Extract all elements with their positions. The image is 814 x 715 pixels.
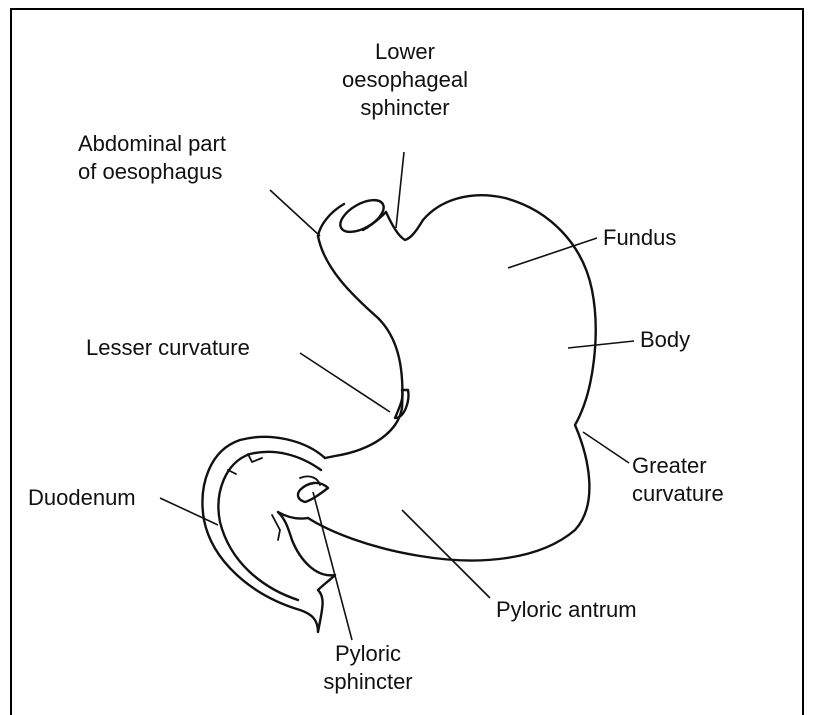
label-line: oesophageal <box>335 66 475 94</box>
label-line: of oesophagus <box>78 158 226 186</box>
stomach-outline <box>308 195 596 560</box>
label-line: Greater <box>632 452 724 480</box>
leader-pyloric-sphincter <box>313 492 352 640</box>
leader-lower-oesophageal-sphincter <box>396 152 404 228</box>
label-line: Abdominal part <box>78 130 226 158</box>
label-line: sphincter <box>316 668 420 696</box>
duodenum-inner-wall <box>218 452 321 600</box>
label-duodenum: Duodenum <box>28 484 136 512</box>
leader-abdominal-part <box>270 190 320 236</box>
label-pyloric-sphincter: Pyloric sphincter <box>316 640 420 696</box>
label-line: sphincter <box>335 94 475 122</box>
leader-greater-curvature <box>583 432 629 463</box>
oesophagus-opening <box>335 194 389 239</box>
label-lower-oesophageal-sphincter: Lower oesophageal sphincter <box>335 38 475 122</box>
label-abdominal-part-of-oesophagus: Abdominal part of oesophagus <box>78 130 226 186</box>
duodenum-mucosa-folds <box>228 454 320 540</box>
label-line: Lower <box>335 38 475 66</box>
label-line: curvature <box>632 480 724 508</box>
label-line: Pyloric <box>316 640 420 668</box>
lesser-curvature-wall <box>395 390 408 418</box>
leader-body <box>568 341 634 348</box>
leader-duodenum <box>160 498 218 525</box>
label-pyloric-antrum: Pyloric antrum <box>496 596 637 624</box>
label-body: Body <box>640 326 690 354</box>
label-lesser-curvature: Lesser curvature <box>86 334 250 362</box>
label-fundus: Fundus <box>603 224 676 252</box>
label-greater-curvature: Greater curvature <box>632 452 724 508</box>
leader-lesser-curvature <box>300 353 390 412</box>
